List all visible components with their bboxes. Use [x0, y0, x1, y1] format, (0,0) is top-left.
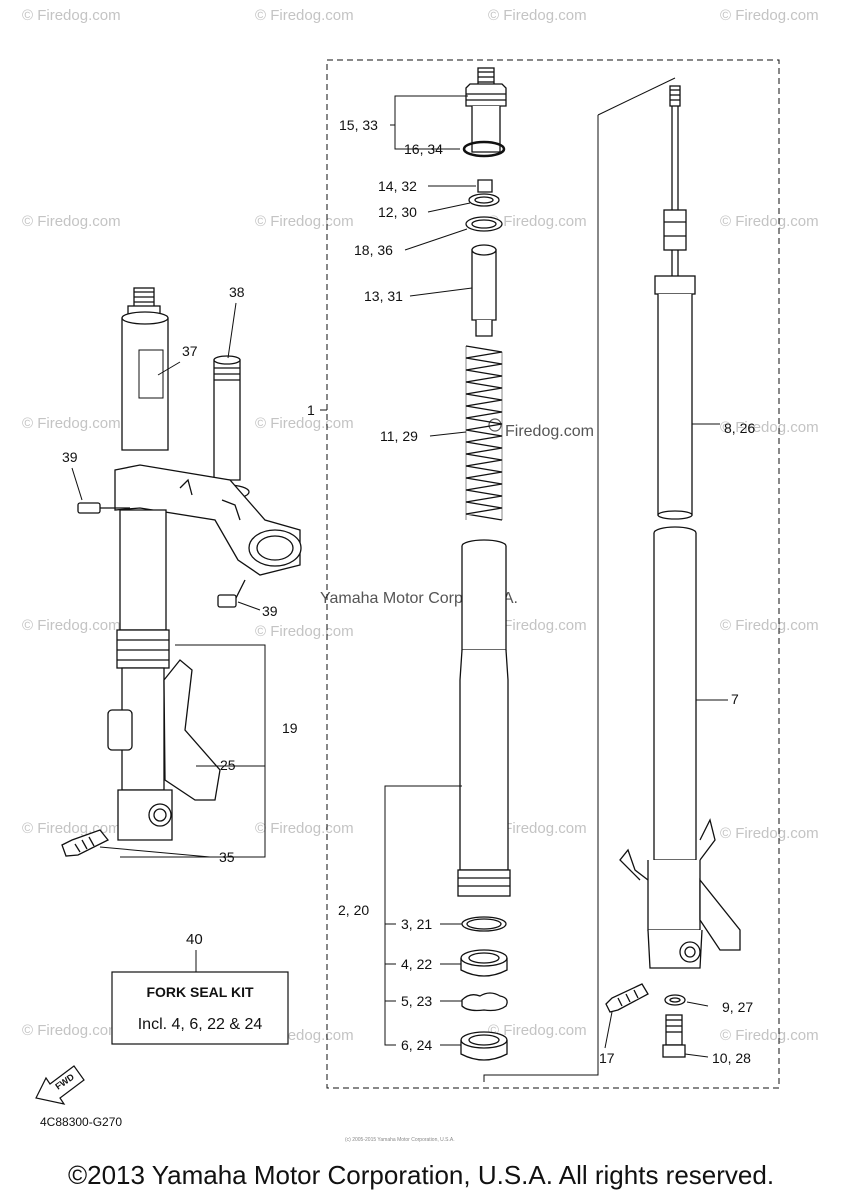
tiny-copyright: (c) 2005-2015 Yamaha Motor Corporation, … — [345, 1137, 455, 1143]
damper-assembly-drawing — [605, 85, 741, 1058]
watermark: © Firedog.com — [720, 213, 819, 230]
copyright-footer: ©2013 Yamaha Motor Corporation, U.S.A. A… — [67, 1160, 775, 1190]
callout-16-34: 16, 34 — [404, 141, 443, 157]
callout-35: 35 — [219, 849, 235, 865]
watermark: © Firedog.com — [255, 820, 354, 837]
watermark: © Firedog.com — [255, 623, 354, 640]
callout-11-29: 11, 29 — [380, 428, 418, 444]
callout-37: 37 — [182, 343, 198, 359]
watermark-center: Firedog.com — [505, 423, 594, 440]
watermark: © Firedog.com — [22, 415, 121, 432]
watermark: © Firedog.com — [255, 213, 354, 230]
callout-14-32: 14, 32 — [378, 178, 417, 194]
callout-10-28: 10, 28 — [712, 1050, 751, 1066]
callout-19: 19 — [282, 720, 298, 736]
leader-lines-right — [320, 77, 728, 1082]
fwd-arrow-icon: FWD — [35, 1065, 85, 1105]
watermark: © Firedog.com — [720, 1027, 819, 1044]
callout-12-30: 12, 30 — [378, 204, 417, 220]
kit-title: FORK SEAL KIT — [146, 984, 254, 1000]
callout-15-33: 15, 33 — [339, 117, 378, 133]
watermark: © Firedog.com — [488, 617, 587, 634]
callout-6-24: 6, 24 — [401, 1037, 432, 1053]
callout-13-31: 13, 31 — [364, 288, 403, 304]
callout-3-21: 3, 21 — [401, 916, 432, 932]
callout-40: 40 — [186, 931, 203, 948]
callout-8-26: 8, 26 — [724, 420, 755, 436]
callout-5-23: 5, 23 — [401, 993, 432, 1009]
watermark: © Firedog.com — [255, 7, 354, 24]
exploded-parts-drawing — [457, 67, 511, 1061]
watermark: © Firedog.com — [22, 820, 121, 837]
watermark: © Firedog.com — [488, 213, 587, 230]
callout-18-36: 18, 36 — [354, 242, 393, 258]
callout-2-20: 2, 20 — [338, 902, 369, 918]
watermark: © Firedog.com — [720, 617, 819, 634]
watermark: © Firedog.com — [255, 415, 354, 432]
watermark: © Firedog.com — [720, 419, 819, 436]
watermark: © Firedog.com — [22, 617, 121, 634]
watermark: © Firedog.com — [720, 825, 819, 842]
watermark: © Firedog.com — [720, 7, 819, 24]
diagram-code: 4C88300-G270 — [40, 1115, 122, 1129]
callout-25: 25 — [220, 757, 236, 773]
kit-contents: Incl. 4, 6, 22 & 24 — [138, 1016, 263, 1033]
fork-seal-kit-box: FORK SEAL KIT Incl. 4, 6, 22 & 24 — [111, 950, 289, 1045]
callout-7: 7 — [731, 691, 739, 707]
callout-labels: 15, 33 16, 34 14, 32 12, 30 18, 36 13, 3… — [62, 117, 755, 1066]
watermark: © Firedog.com — [488, 820, 587, 837]
callout-39: 39 — [262, 603, 278, 619]
watermark-layer: © Firedog.com © Firedog.com © Firedog.co… — [22, 7, 819, 1044]
watermark: © Firedog.com — [22, 7, 121, 24]
watermark: © Firedog.com — [488, 1022, 587, 1039]
watermark: © Firedog.com — [22, 1022, 121, 1039]
leader-lines-left — [71, 302, 266, 858]
callout-39: 39 — [62, 449, 78, 465]
callout-17: 17 — [599, 1050, 615, 1066]
watermark: © Firedog.com — [488, 7, 587, 24]
callout-9-27: 9, 27 — [722, 999, 753, 1015]
callout-1: 1 — [307, 402, 315, 418]
watermark-logo-icon — [488, 418, 502, 432]
callout-38: 38 — [229, 284, 245, 300]
watermark: © Firedog.com — [22, 213, 121, 230]
assembly-dashed-box — [326, 59, 780, 1089]
callout-4-22: 4, 22 — [401, 956, 432, 972]
